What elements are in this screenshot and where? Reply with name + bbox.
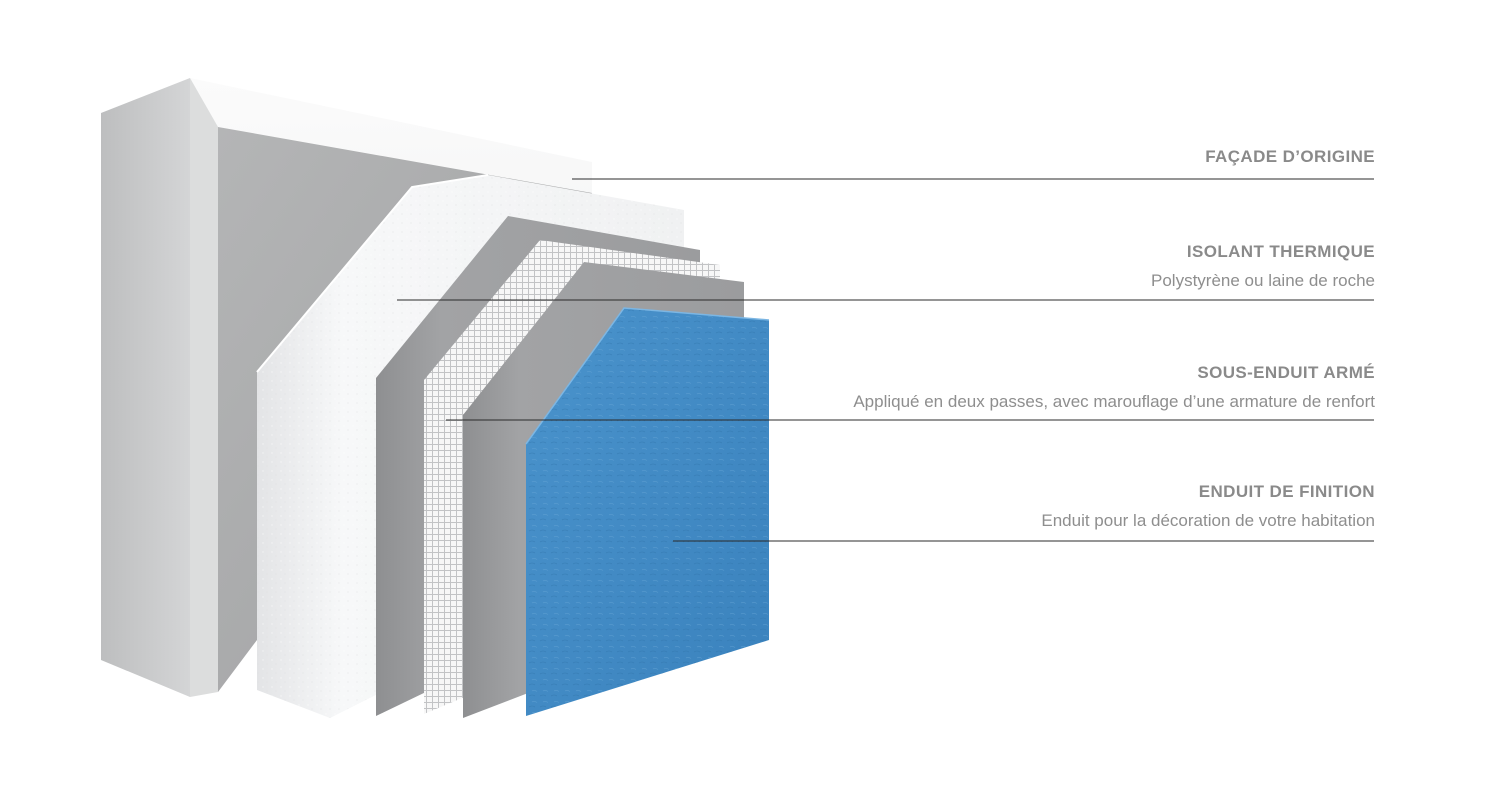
facade-side-face xyxy=(101,78,190,697)
callout-facade: FAÇADE D’ORIGINE xyxy=(1205,147,1375,167)
callout-isolant: ISOLANT THERMIQUE Polystyrène ou laine d… xyxy=(1151,242,1375,291)
callout-sous-enduit-subtitle: Appliqué en deux passes, avec marouflage… xyxy=(853,392,1375,411)
facade-edge xyxy=(190,78,218,697)
callout-finition-title: ENDUIT DE FINITION xyxy=(1198,482,1375,501)
callout-facade-title: FAÇADE D’ORIGINE xyxy=(1205,147,1375,166)
callout-finition-subtitle: Enduit pour la décoration de votre habit… xyxy=(1041,511,1375,530)
callout-sous-enduit: SOUS-ENDUIT ARMÉ Appliqué en deux passes… xyxy=(853,363,1375,412)
callout-finition: ENDUIT DE FINITION Enduit pour la décora… xyxy=(1041,482,1375,531)
finish-layer xyxy=(525,307,770,716)
leader-lines xyxy=(397,178,1374,542)
callout-isolant-title: ISOLANT THERMIQUE xyxy=(1186,242,1375,261)
callout-sous-enduit-title: SOUS-ENDUIT ARMÉ xyxy=(1197,363,1375,382)
callout-isolant-subtitle: Polystyrène ou laine de roche xyxy=(1151,271,1375,290)
